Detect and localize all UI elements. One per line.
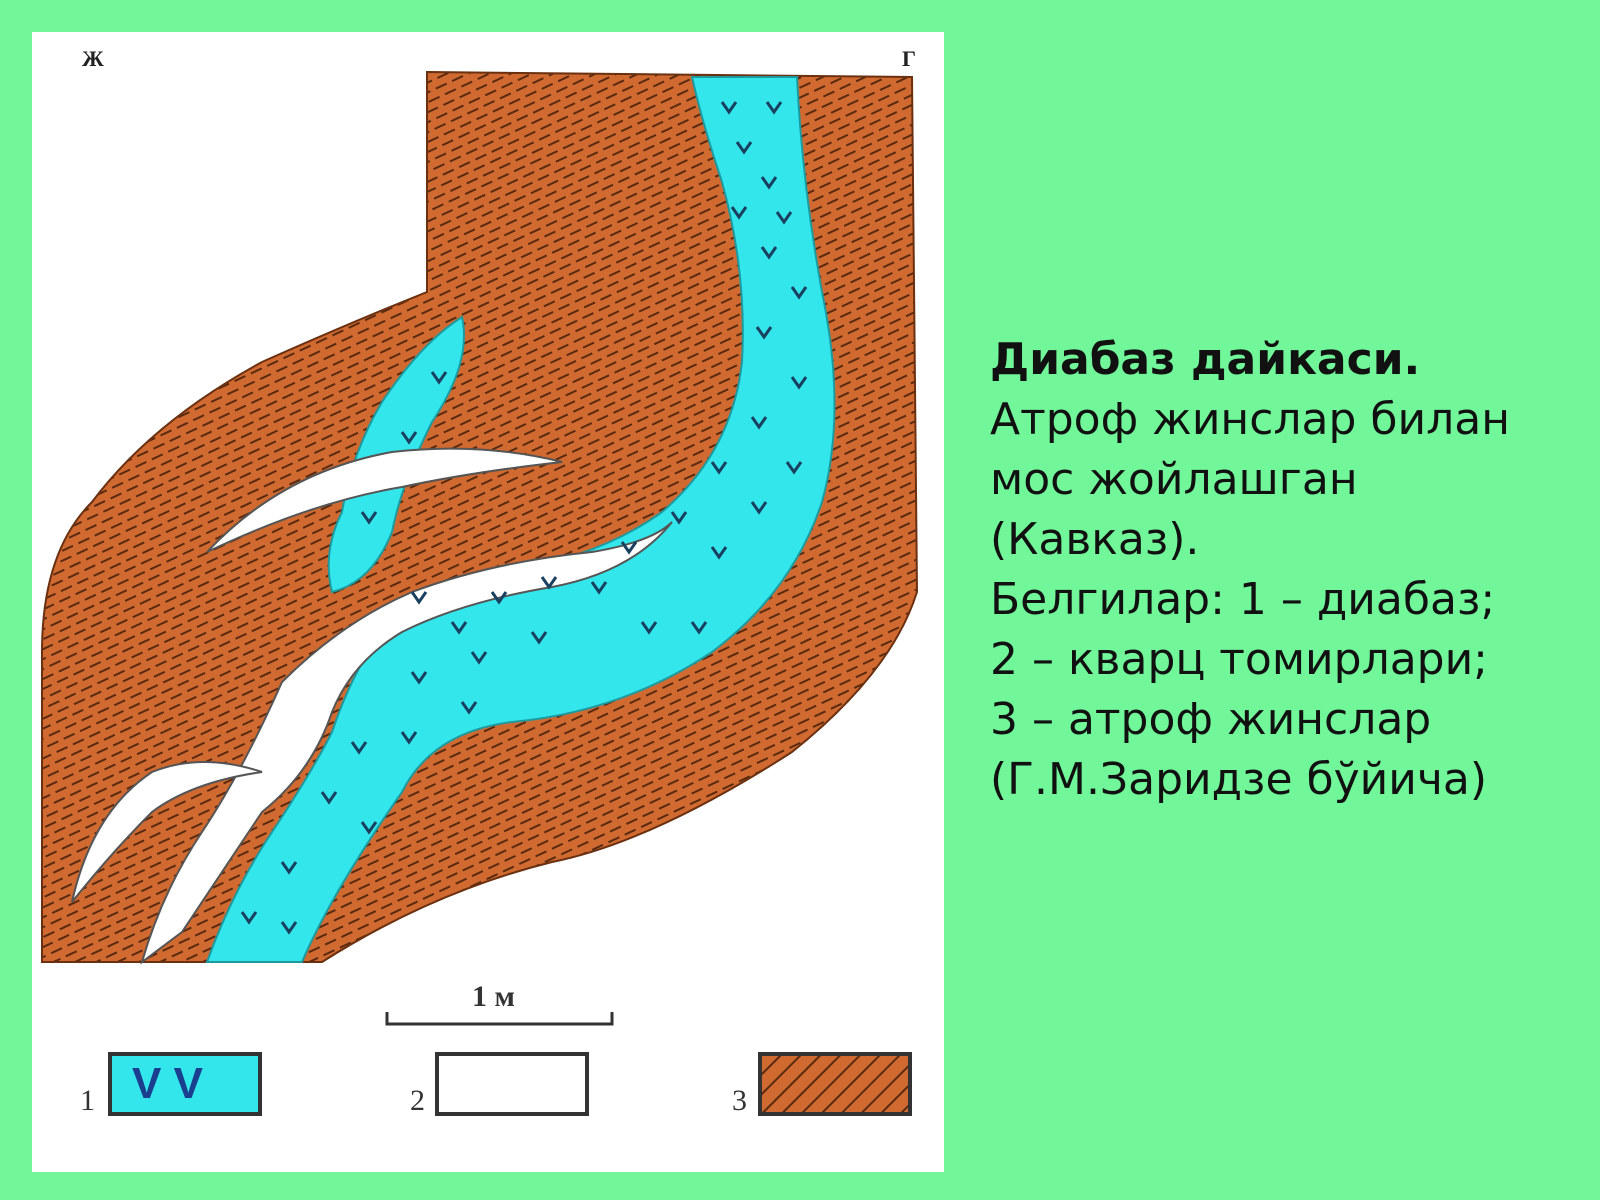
corner-label-left: Ж (82, 46, 104, 71)
quartz-vein-3 (71, 761, 263, 903)
scale-bar (385, 1012, 614, 1026)
scale-label: 1 м (472, 980, 515, 1013)
caption-line-7: (Г.М.Заридзе бўйича) (990, 754, 1487, 805)
quartz-vein-1 (206, 447, 563, 553)
caption-title: Диабаз дайкаси. (990, 334, 1421, 385)
quartz-vein-2 (140, 521, 673, 965)
diabase-v-symbols (240, 101, 808, 935)
caption-line-1: Атроф жинслар билан (990, 394, 1510, 445)
legend-number-2: 2 (410, 1084, 425, 1117)
caption-line-6: 3 – атроф жинслар (990, 694, 1432, 745)
caption-line-4: Белгилар: 1 – диабаз; (990, 574, 1496, 625)
legend-box-3 (758, 1052, 912, 1116)
legend-number-1: 1 (80, 1084, 95, 1117)
caption-line-2: мос жойлашган (990, 454, 1358, 505)
legend-box-1 (108, 1052, 262, 1116)
geologic-figure: Ж Г 1 м 1 V V 2 3 (32, 32, 944, 1172)
corner-label-right: Г (902, 46, 916, 71)
diabase-dyke (205, 76, 836, 963)
legend-symbol-1: V V (132, 1059, 203, 1108)
legend-number-3: 3 (732, 1084, 747, 1117)
caption: Диабаз дайкаси. Атроф жинслар билан мос … (990, 330, 1590, 810)
dyke-cross-section (41, 70, 919, 1116)
caption-line-5: 2 – кварц томирлари; (990, 634, 1489, 685)
caption-line-3: (Кавказ). (990, 514, 1200, 565)
legend-box-2 (435, 1052, 589, 1116)
